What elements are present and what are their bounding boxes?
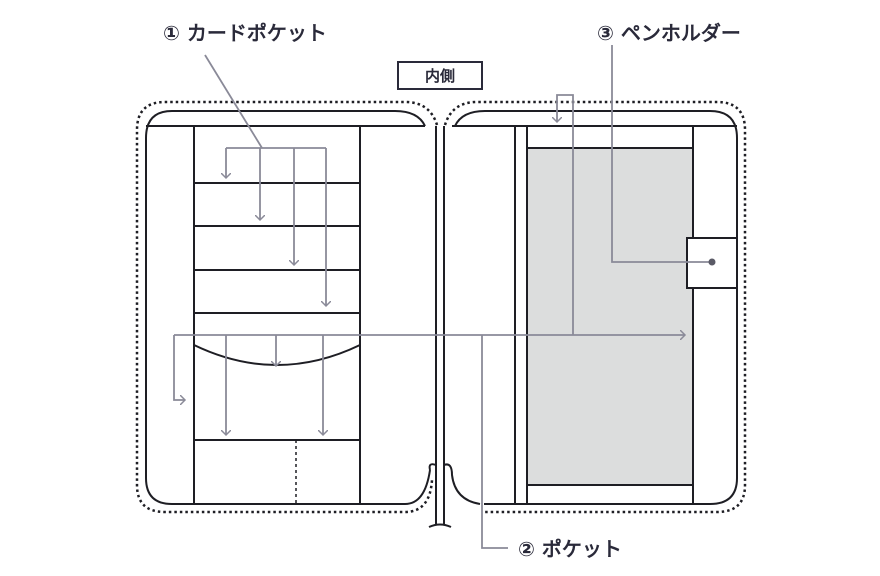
left-stitching <box>135 100 439 514</box>
callout-arrows <box>173 45 712 549</box>
spine <box>428 126 481 528</box>
card-slots <box>194 182 360 314</box>
inner-side-label: 内側 <box>425 67 455 85</box>
pen-holder-label: ③ ペンホルダー <box>597 21 741 45</box>
right-stitching <box>443 100 747 514</box>
right-outline <box>454 110 738 505</box>
card-pocket-label: ① カードポケット <box>163 21 327 45</box>
notebook-area <box>526 147 694 486</box>
left-panel <box>135 100 439 514</box>
left-outline <box>145 110 431 505</box>
pocket-opening <box>193 344 361 366</box>
right-panel <box>443 100 747 514</box>
pen-holder-dot <box>708 258 716 266</box>
inner-side-box <box>397 61 483 90</box>
pocket-label: ② ポケット <box>518 537 622 561</box>
